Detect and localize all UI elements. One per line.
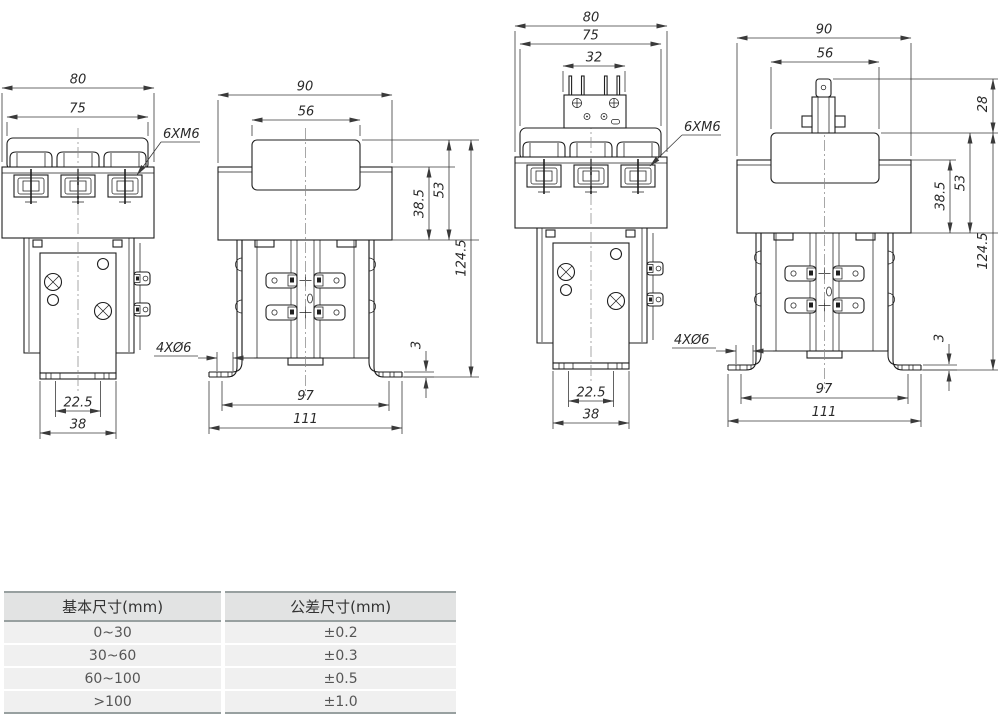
front-view-instance bbox=[1, 127, 155, 393]
dim-97: 97 bbox=[816, 382, 833, 397]
side-view-instance bbox=[727, 120, 922, 390]
dim-97: 97 bbox=[297, 389, 314, 404]
dim-56: 56 bbox=[817, 47, 834, 62]
side-view-instance bbox=[208, 127, 403, 397]
top-connector bbox=[563, 75, 627, 129]
header-tolerance-size: 公差尺寸(mm) bbox=[223, 592, 456, 622]
dim-56: 56 bbox=[298, 105, 315, 120]
dim-75: 75 bbox=[69, 102, 86, 117]
tolerance-table: 基本尺寸(mm) 公差尺寸(mm) 0~30 ±0.2 30~60 ±0.3 6… bbox=[4, 591, 456, 714]
table-row: 30~60 ±0.3 bbox=[4, 644, 456, 668]
dim-75: 75 bbox=[582, 29, 599, 44]
dim-111: 111 bbox=[812, 405, 837, 420]
dim-124-5: 124.5 bbox=[455, 239, 470, 276]
tolerance-cell: ±0.5 bbox=[223, 667, 456, 691]
tolerance-table-container: 基本尺寸(mm) 公差尺寸(mm) 0~30 ±0.2 30~60 ±0.3 6… bbox=[4, 591, 456, 714]
front-view-left: 80 75 6XM6 22.5 38 bbox=[1, 73, 200, 439]
dim-53: 53 bbox=[433, 182, 448, 199]
basic-size-cell: >100 bbox=[4, 690, 226, 713]
dim-90: 90 bbox=[816, 23, 833, 38]
dim-38-5: 38.5 bbox=[934, 182, 949, 211]
dim-38: 38 bbox=[70, 418, 87, 433]
tolerance-cell: ±0.2 bbox=[223, 621, 456, 645]
basic-size-cell: 30~60 bbox=[4, 644, 226, 668]
header-basic-size: 基本尺寸(mm) bbox=[4, 592, 226, 622]
hole-callout: 4XØ6 bbox=[156, 341, 191, 356]
dim-38: 38 bbox=[583, 408, 600, 423]
dim-22-5: 22.5 bbox=[577, 386, 606, 401]
dim-38-5: 38.5 bbox=[413, 189, 428, 218]
table-row: 60~100 ±0.5 bbox=[4, 667, 456, 691]
table-row: >100 ±1.0 bbox=[4, 690, 456, 713]
dim-3: 3 bbox=[933, 334, 948, 342]
thread-callout: 6XM6 bbox=[684, 120, 721, 135]
hole-callout: 4XØ6 bbox=[674, 333, 709, 348]
engineering-drawings: 80 75 6XM6 22.5 38 90 56 38.5 53 124.5 bbox=[1, 11, 998, 439]
tolerance-cell: ±0.3 bbox=[223, 644, 456, 668]
dim-32: 32 bbox=[586, 51, 603, 66]
top-shaft bbox=[801, 78, 846, 134]
dim-111: 111 bbox=[293, 412, 318, 427]
side-view-left: 90 56 38.5 53 124.5 3 97 111 4XØ6 bbox=[154, 80, 479, 434]
tolerance-cell: ±1.0 bbox=[223, 690, 456, 713]
dim-124-5: 124.5 bbox=[976, 232, 991, 269]
thread-callout: 6XM6 bbox=[163, 127, 200, 142]
table-header-row: 基本尺寸(mm) 公差尺寸(mm) bbox=[4, 592, 456, 622]
dim-90: 90 bbox=[297, 80, 314, 95]
dim-22-5: 22.5 bbox=[64, 396, 93, 411]
front-view-right: 80 75 32 6XM6 22.5 38 bbox=[514, 11, 721, 429]
table-row: 0~30 ±0.2 bbox=[4, 621, 456, 645]
basic-size-cell: 0~30 bbox=[4, 621, 226, 645]
side-view-right: 90 56 28 38.5 53 124.5 3 97 111 4XØ6 bbox=[672, 23, 998, 427]
front-view-instance bbox=[514, 117, 668, 383]
basic-size-cell: 60~100 bbox=[4, 667, 226, 691]
dim-80: 80 bbox=[583, 11, 600, 26]
dim-53: 53 bbox=[954, 175, 969, 192]
dim-28: 28 bbox=[976, 96, 991, 113]
dim-3: 3 bbox=[410, 341, 425, 349]
dim-80: 80 bbox=[70, 73, 87, 88]
